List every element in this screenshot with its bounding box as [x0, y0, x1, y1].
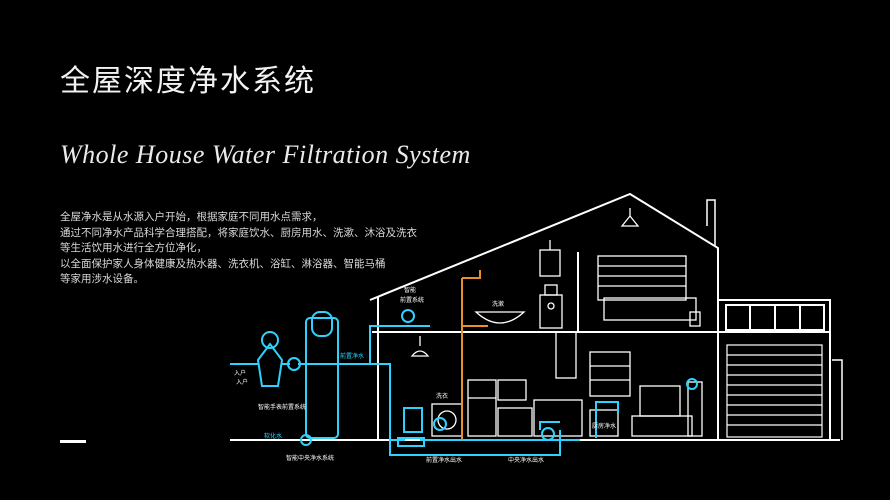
garage-door	[726, 344, 823, 438]
diagram-label-softener: 软化水	[264, 432, 282, 440]
diagram-label-inlet: 入户	[234, 369, 246, 377]
diagram-label-kitchen: 厨房净水	[592, 422, 616, 430]
diagram-label-smart-faucet: 智能	[404, 286, 416, 294]
description-line: 等生活饮用水进行全方位净化，	[60, 242, 207, 254]
diagram-label-central: 智能中央净水系统	[286, 454, 334, 462]
diagram-label-bottom-1: 中央净水出水	[508, 456, 544, 464]
description-line: 等家用涉水设备。	[60, 273, 144, 285]
slide-title-en: Whole House Water Filtration System	[60, 140, 471, 169]
diagram-label-inlet-2: 入户	[236, 378, 248, 386]
diagram-label-bottom-2: 前置净水出水	[426, 456, 462, 464]
accent-underline	[60, 440, 86, 443]
house-outline	[230, 192, 843, 441]
slide-title-cn: 全屋深度净水系统	[60, 64, 316, 99]
kitchen-fixtures	[410, 336, 583, 437]
bathroom-fixtures	[474, 240, 577, 379]
diagram-label-prefilter: 智能手表前置系统	[258, 403, 306, 411]
description-line: 通过不同净水产品科学合理搭配，将家庭饮水、厨房用水、洗漱、沐浴及洗衣	[60, 226, 417, 239]
diagram-label-smart-faucet-2: 前置系统	[400, 296, 424, 304]
bedroom-window	[597, 208, 701, 327]
filtered-water-pipes	[298, 325, 619, 456]
diagram-label-laundry: 洗衣	[436, 392, 448, 400]
central-filter-unit	[230, 309, 698, 446]
diagram-label-pipe: 前置净水	[340, 352, 364, 360]
slide-description: 全屋净水是从水源入户开始，根据家庭不同用水点需求， 通过不同净水产品科学合理搭配…	[60, 210, 440, 288]
living-room	[589, 351, 703, 437]
description-line: 以全面保护家人身体健康及热水器、洗衣机、浴缸、淋浴器、智能马桶	[60, 257, 386, 270]
diagram-label-bath: 洗漱	[492, 300, 504, 308]
description-line: 全屋净水是从水源入户开始，根据家庭不同用水点需求，	[60, 211, 323, 223]
hot-water-pipes	[461, 270, 488, 440]
